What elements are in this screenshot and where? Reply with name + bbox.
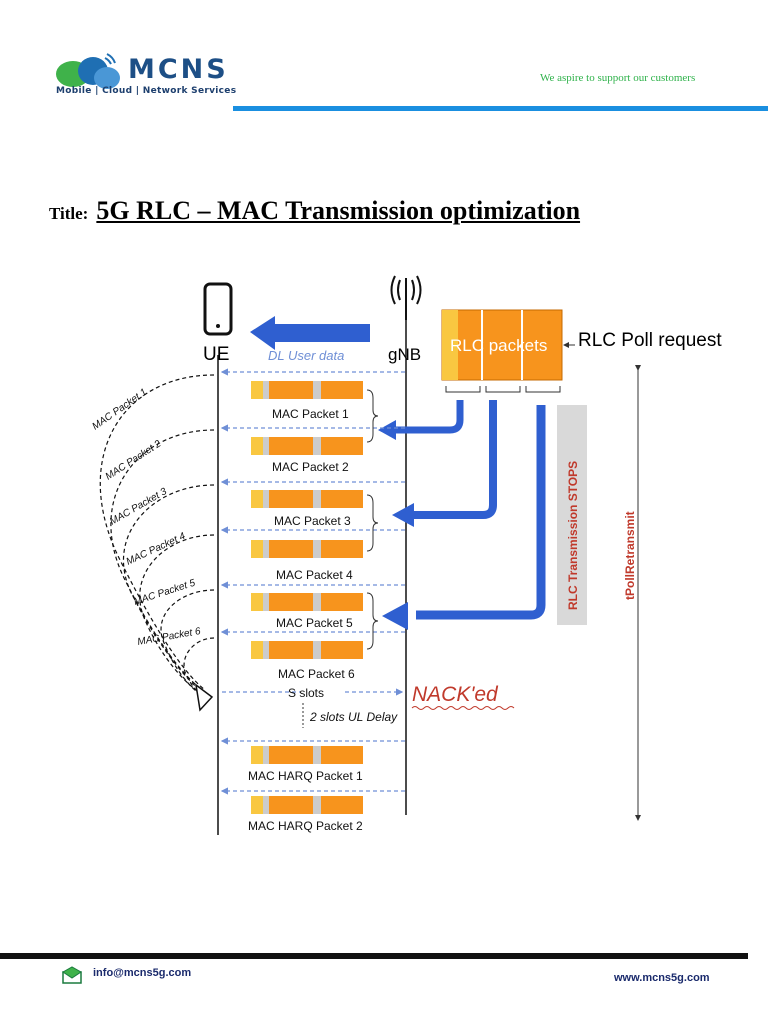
arc-label-4: MAC Packet 4 xyxy=(125,531,188,568)
rlc-poll-request-label: RLC Poll request xyxy=(578,330,722,351)
rlc-mac-diagram: UE gNB DL User data RLC packets RLC Poll… xyxy=(90,275,722,835)
harq-packet-label-1: MAC HARQ Packet 1 xyxy=(248,769,363,783)
footer-email-link[interactable]: info@mcns5g.com xyxy=(93,967,192,979)
arc-label-3: MAC Packet 3 xyxy=(108,486,169,528)
mac-packet-bars xyxy=(251,381,363,814)
rlc-packets: RLC packets xyxy=(441,309,563,381)
mac-packet-label-1: MAC Packet 1 xyxy=(272,407,349,421)
arc-label-2: MAC Packet 2 xyxy=(104,438,164,482)
phone-icon xyxy=(203,282,233,336)
tagline: We aspire to support our customers xyxy=(540,72,696,84)
mac-packet-label-4: MAC Packet 4 xyxy=(276,568,353,582)
footer-website-link[interactable]: www.mcns5g.com xyxy=(614,972,710,984)
ul-delay-label: 2 slots UL Delay xyxy=(309,710,398,724)
title-label: Title: xyxy=(49,204,89,223)
mcns-logo-icon xyxy=(56,53,120,89)
header-divider xyxy=(233,106,768,111)
dl-user-data-label: DL User data xyxy=(268,348,344,363)
document-title: Title: 5G RLC – MAC Transmission optimiz… xyxy=(49,196,580,226)
footer-divider xyxy=(0,953,748,959)
title-text: 5G RLC – MAC Transmission optimization xyxy=(96,196,581,225)
nack-label: NACK'ed xyxy=(412,683,499,706)
gnb-label: gNB xyxy=(388,345,421,364)
dl-arrow xyxy=(250,316,370,350)
mac-packet-label-3: MAC Packet 3 xyxy=(274,514,351,528)
ue-label: UE xyxy=(203,344,229,365)
mac-packet-label-5: MAC Packet 5 xyxy=(276,616,353,630)
rlc-stops-label: RLC Transmission STOPS xyxy=(566,461,580,610)
tpoll-label: tPollRetransmit xyxy=(623,511,637,600)
rlc-packets-label: RLC packets xyxy=(450,336,547,355)
antenna-icon xyxy=(390,275,422,320)
mac-packet-label-6: MAC Packet 6 xyxy=(278,667,355,681)
harq-packet-label-2: MAC HARQ Packet 2 xyxy=(248,819,363,833)
brand-name: MCNS xyxy=(128,54,229,85)
s-slots-label: S slots xyxy=(288,686,324,700)
arc-label-1: MAC Packet 1 xyxy=(90,387,149,433)
brand-subtitle: Mobile | Cloud | Network Services xyxy=(56,86,237,96)
arc-label-6: MAC Packet 6 xyxy=(137,626,202,648)
mail-icon xyxy=(62,966,82,984)
mac-packet-label-2: MAC Packet 2 xyxy=(272,460,349,474)
